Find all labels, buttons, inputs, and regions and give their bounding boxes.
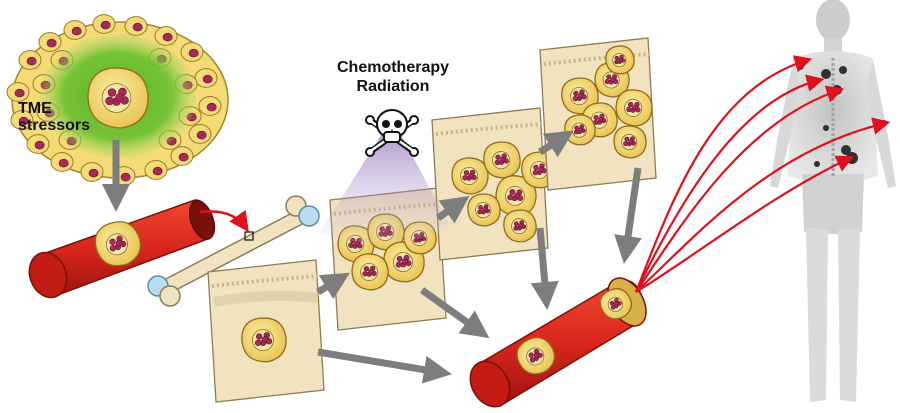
arrow-panel1-to-panel2 [316,272,351,300]
stromal-cell [180,42,204,62]
stromal-cell [154,26,178,46]
tumor-cell [503,209,537,243]
tme-tumor-cluster [6,14,229,186]
bone-marrow-panel [539,37,657,191]
femur-bone [147,195,320,307]
stromal-cell [18,50,42,70]
tumor-cell [87,67,149,129]
stromal-cell [10,110,34,130]
arrow-panel3-to-vessel [530,227,559,310]
arrow-panel2-to-panel3 [435,195,470,224]
treatment-label-line2: Radiation [356,78,430,95]
bone-scan-body [770,0,896,402]
tumor-cell [467,193,501,227]
arrow-panel1-to-vessel [317,348,452,384]
tumor-cell [241,317,287,363]
radiation-beam [320,118,450,244]
vessel-to-bone-arrow [199,209,249,233]
arrow-panel2-to-vessel [419,287,490,339]
tumor-cell [451,157,489,195]
bone-marrow-panel [207,259,325,403]
central-tumor-cell [87,67,149,129]
circulating-tumor-cells [516,288,633,375]
stromal-cell [198,96,222,116]
tumor-cell [615,89,653,127]
treatment-label-line1: Chemotherapy [336,59,450,76]
skull-and-crossbones-icon [365,109,419,157]
tumor-cell [521,151,559,189]
tumor-cell [516,337,556,375]
blood-vessel-right [469,277,647,408]
tumor-cell [605,45,635,75]
tme-label-line1: TME [18,100,52,117]
tumor-cell [495,175,537,217]
tme-stressors-label: TME stressors [18,100,128,134]
stromal-cell [6,82,30,102]
tumor-cell [582,102,618,138]
stromal-cell [144,160,168,180]
stromal-cell [63,20,87,40]
tumor-cell [483,141,521,179]
blood-vessel-left [28,199,216,299]
arrow-panel4-to-vessel [614,167,642,264]
treatment-label: Chemotherapy Radiation [318,58,468,96]
tumor-cell [561,77,599,115]
stromal-cell [188,124,212,144]
circulating-tumor-cell [94,221,141,267]
metastasis-arrows [634,55,891,293]
stromal-cell [124,16,148,36]
tumor-cell [351,253,389,291]
tumor-cell [599,288,633,320]
arrow-panel3-to-panel4 [538,130,574,158]
bone-marrow-panels [207,37,657,403]
stromal-cell [80,162,104,182]
tumor-cell [94,221,141,267]
stromal-cell [50,152,74,172]
stromal-cell [26,134,50,154]
stromal-cell [38,32,62,52]
stromal-cell [194,68,218,88]
tumor-cell [613,125,647,159]
progression-arrows [316,130,642,384]
tme-label-line2: stressors [18,117,91,134]
stromal-cell [92,14,116,34]
stromal-cell [170,146,194,166]
